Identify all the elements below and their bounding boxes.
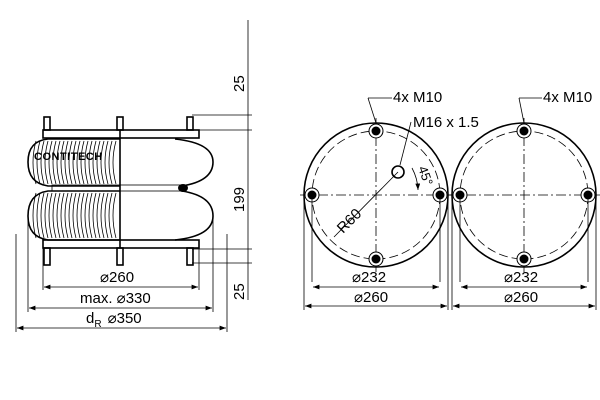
top-plate: [42, 129, 200, 139]
rib-line: [96, 140, 101, 185]
dim-plate-text: ⌀260: [100, 269, 134, 286]
rib-line: [88, 140, 93, 185]
rib-line: [112, 140, 117, 185]
dim-bolt-circle-top: ⌀232: [352, 269, 386, 286]
bottom-plate: [42, 239, 200, 249]
angle-label: 45°: [415, 164, 436, 188]
bottom-bolts: [43, 247, 194, 266]
rib-line: [72, 140, 77, 185]
dim-plate-top: ⌀260: [354, 289, 388, 306]
dim-dr-text: dR⌀350: [86, 310, 142, 330]
rib-line: [76, 140, 81, 185]
dim-plate-bottom: ⌀260: [504, 289, 538, 306]
rib-line: [36, 192, 41, 239]
rib-line: [52, 192, 57, 239]
rib-line: [104, 140, 109, 185]
dim-bolt-circle-bottom: ⌀232: [504, 269, 538, 286]
lower-bellow: [27, 190, 120, 241]
top-plate-view: R60 45° 4x M10 M16 x 1.5 ⌀232 ⌀260: [300, 89, 479, 310]
upper-bellow: [27, 138, 120, 187]
rib-line: [44, 192, 49, 239]
bellow-ribs: [32, 140, 117, 239]
bottom-plate-view: 4x M10 ⌀232 ⌀260: [448, 89, 600, 310]
rib-line: [56, 192, 61, 239]
top-bolts: [43, 116, 194, 131]
rib-line: [60, 140, 65, 185]
rib-line: [36, 140, 41, 185]
rib-line: [108, 140, 113, 185]
rib-line: [104, 192, 109, 239]
dim-bottom-text: 25: [231, 283, 248, 300]
rib-line: [76, 192, 81, 239]
rib-line: [52, 140, 57, 185]
rib-line: [48, 192, 53, 239]
rib-line: [80, 192, 85, 239]
dim-top-text: 25: [231, 75, 248, 92]
rib-line: [40, 192, 45, 239]
rib-line: [100, 192, 105, 239]
dim-max-text: max. ⌀330: [80, 290, 151, 307]
center-thread-label: M16 x 1.5: [413, 114, 479, 131]
bolts-label-bottom: 4x M10: [543, 89, 592, 106]
rib-line: [108, 192, 113, 239]
brand-logo: CONTITECH: [34, 151, 103, 163]
side-view: CONTITECH 25 199 25 ⌀260 max. ⌀: [15, 20, 252, 332]
rib-line: [88, 192, 93, 239]
rib-line: [112, 192, 117, 239]
rib-line: [92, 140, 97, 185]
rib-line: [68, 192, 73, 239]
rib-line: [32, 192, 37, 239]
rib-line: [56, 140, 61, 185]
rib-line: [72, 192, 77, 239]
height-dimensions: 25 199 25: [192, 20, 252, 300]
rib-line: [44, 140, 49, 185]
center-thread-hole: [391, 165, 405, 179]
rib-line: [92, 192, 97, 239]
rib-line: [64, 140, 69, 185]
rib-line: [32, 140, 37, 185]
rib-line: [84, 192, 89, 239]
rib-line: [48, 140, 53, 185]
rib-line: [64, 192, 69, 239]
bolts-label-top: 4x M10: [393, 89, 442, 106]
rib-line: [96, 192, 101, 239]
rib-line: [84, 140, 89, 185]
rib-line: [80, 140, 85, 185]
dim-height-text: 199: [231, 187, 248, 212]
rib-line: [100, 140, 105, 185]
diameter-dimensions: ⌀260 max. ⌀330 dR⌀350: [15, 216, 228, 332]
rib-line: [68, 140, 73, 185]
rib-line: [60, 192, 65, 239]
rib-line: [40, 140, 45, 185]
